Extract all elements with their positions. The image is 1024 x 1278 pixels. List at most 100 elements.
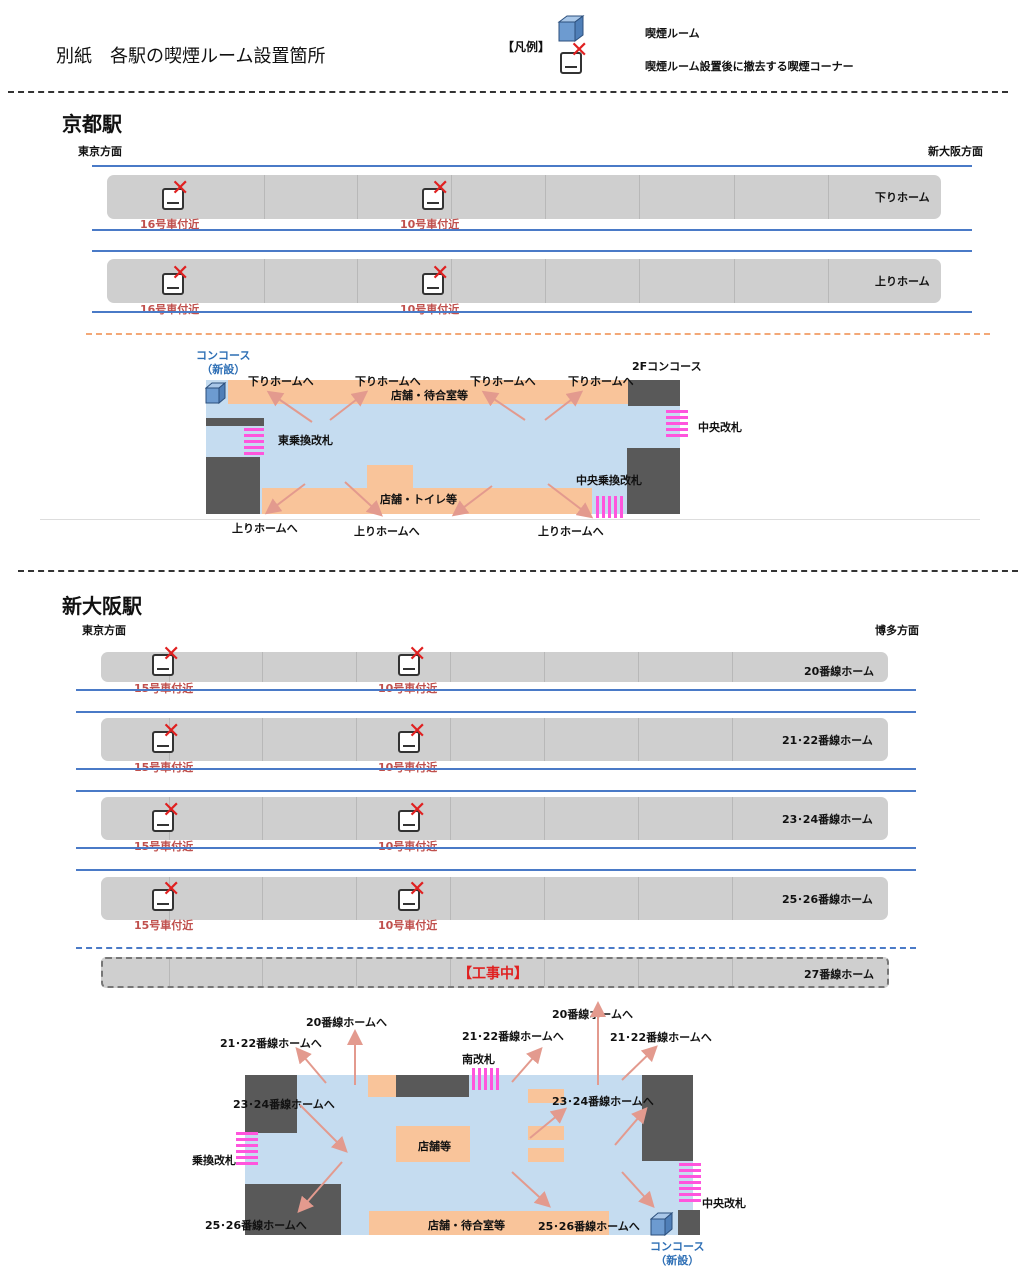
to-platform-23-24: 23･24番線ホームへ — [233, 1098, 335, 1111]
platform-25-26 — [101, 877, 888, 920]
car-position-label: 10号車付近 — [378, 838, 437, 854]
platform-kyoto-down — [107, 175, 941, 219]
section-divider — [18, 570, 1018, 572]
legend-room-label: 喫煙ルーム — [645, 27, 700, 40]
to-platform-21-22: 21･22番線ホームへ — [462, 1030, 564, 1043]
station-name-shinosaka: 新大阪駅 — [62, 594, 142, 618]
south-gate-label: 南改札 — [462, 1053, 495, 1066]
wall-block — [206, 418, 264, 426]
construction-label: 【工事中】 — [458, 966, 528, 982]
car-position-label: 15号車付近 — [134, 919, 194, 932]
floor2-concourse-label: 2Fコンコース — [632, 360, 702, 373]
shop-block — [368, 1075, 396, 1097]
car-position-label: 10号車付近 — [400, 303, 460, 316]
smoking-corner-icon — [398, 889, 420, 911]
platform-21-22 — [101, 718, 888, 761]
platform-27-construction — [101, 957, 889, 988]
smoking-corner-icon — [162, 273, 184, 295]
blue-cube-icon — [205, 382, 227, 404]
car-position-label: 10号車付近 — [378, 919, 438, 932]
to-platform-25-26: 25･26番線ホームへ — [205, 1219, 307, 1232]
blue-cube-icon — [557, 15, 585, 42]
shop-area-bottom — [262, 488, 592, 514]
car-position-label: 10号車付近 — [400, 218, 460, 231]
ticket-gate — [666, 410, 688, 440]
shops-toilets-label: 店舗・トイレ等 — [380, 493, 457, 506]
to-platform-23-24: 23･24番線ホームへ — [552, 1095, 654, 1108]
smoking-corner-icon — [560, 52, 582, 74]
platform-name: 27番線ホーム — [804, 968, 874, 981]
platform-23-24 — [101, 797, 888, 840]
page-title: 別紙 各駅の喫煙ルーム設置箇所 — [56, 46, 326, 67]
remove-x-icon: ✕ — [408, 719, 427, 744]
track-line — [76, 847, 916, 849]
legend-heading: 【凡例】 — [502, 40, 551, 54]
remove-x-icon: ✕ — [431, 261, 450, 286]
track-line — [76, 689, 916, 691]
shop-block — [528, 1148, 564, 1162]
wall-block — [627, 448, 680, 514]
wall-block — [396, 1075, 469, 1097]
transfer-gate-label: 乗換改札 — [192, 1154, 236, 1167]
smoking-corner-icon — [162, 188, 184, 210]
remove-x-icon: ✕ — [162, 798, 181, 823]
track-line — [76, 711, 916, 713]
smoking-corner-icon — [398, 731, 420, 753]
to-platform-21-22: 21･22番線ホームへ — [610, 1031, 712, 1044]
wall-block — [678, 1210, 700, 1235]
track-under-construction — [76, 947, 916, 949]
shops-waiting-label: 店舗・待合室等 — [428, 1219, 505, 1232]
central-gate-label: 中央改札 — [702, 1197, 746, 1210]
car-position-label: 10号車付近 — [378, 759, 437, 775]
to-up-platform: 上りホームへ — [232, 522, 298, 535]
platform-name: 20番線ホーム — [804, 665, 874, 678]
ticket-gate — [596, 496, 626, 518]
to-platform-21-22: 21･22番線ホームへ — [220, 1037, 322, 1050]
car-position-label: 16号車付近 — [140, 303, 200, 316]
remove-x-icon: ✕ — [171, 261, 190, 286]
remove-x-icon: ✕ — [162, 719, 181, 744]
shops-label: 店舗・待合室等 — [391, 389, 468, 402]
legend-corner-label: 喫煙ルーム設置後に撤去する喫煙コーナー — [645, 60, 854, 73]
platform-name: 23･24番線ホーム — [782, 813, 873, 826]
shop-block — [367, 465, 413, 489]
platform-name: 21･22番線ホーム — [782, 734, 873, 747]
direction-tokyo: 東京方面 — [78, 145, 122, 158]
smoking-corner-icon — [152, 889, 174, 911]
station-name-kyoto: 京都駅 — [62, 112, 122, 136]
remove-x-icon: ✕ — [171, 176, 190, 201]
smoking-corner-icon — [398, 810, 420, 832]
to-platform-20: 20番線ホームへ — [552, 1008, 633, 1021]
ticket-gate — [472, 1068, 502, 1090]
central-transfer-gate-label: 中央乗換改札 — [576, 474, 642, 487]
wall-block — [628, 380, 680, 406]
car-position-label: 10号車付近 — [378, 680, 437, 696]
separator-line — [40, 519, 980, 520]
platform-name: 下りホーム — [875, 191, 930, 204]
track-line — [76, 869, 916, 871]
shop-block — [528, 1126, 564, 1140]
track-line — [92, 165, 972, 167]
remove-x-icon: ✕ — [408, 877, 427, 902]
platform-name: 25･26番線ホーム — [782, 893, 873, 906]
level-divider — [86, 333, 990, 335]
smoking-corner-icon — [398, 654, 420, 676]
to-platform-20: 20番線ホームへ — [306, 1016, 387, 1029]
to-down-platform: 下りホームへ — [248, 375, 314, 388]
direction-shinosaka: 新大阪方面 — [928, 145, 983, 158]
car-position-label: 15号車付近 — [134, 838, 193, 854]
shop-area-center — [396, 1126, 470, 1162]
wall-block — [206, 457, 260, 514]
remove-x-icon: ✕ — [431, 176, 450, 201]
to-platform-25-26: 25･26番線ホームへ — [538, 1220, 640, 1233]
smoking-corner-icon — [152, 810, 174, 832]
smoking-corner-icon — [152, 654, 174, 676]
direction-tokyo: 東京方面 — [82, 624, 126, 637]
to-down-platform: 下りホームへ — [568, 375, 634, 388]
remove-x-icon: ✕ — [162, 877, 181, 902]
remove-x-icon: ✕ — [408, 642, 427, 667]
track-line — [92, 250, 972, 252]
remove-x-icon: ✕ — [408, 798, 427, 823]
platform-name: 上りホーム — [875, 275, 930, 288]
wall-block — [245, 1075, 297, 1133]
